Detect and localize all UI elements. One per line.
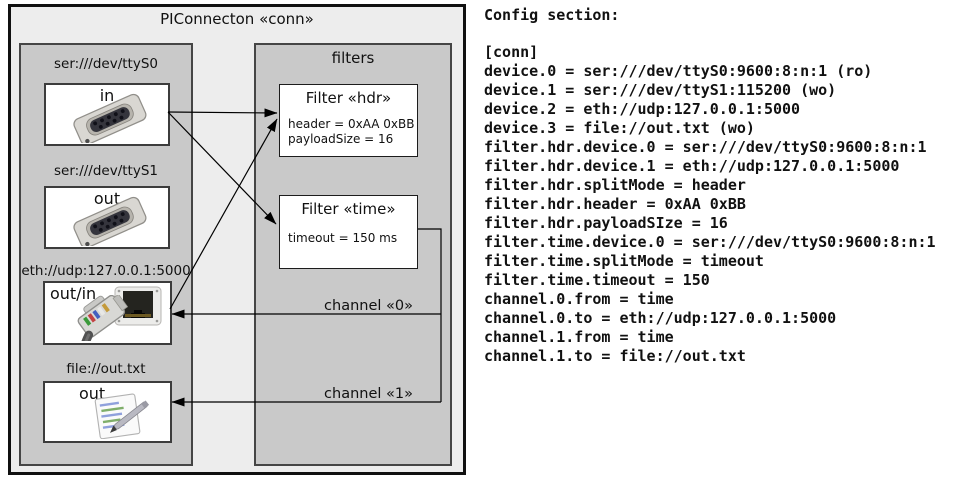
filter-hdr-header-line: header = 0xAA 0xBB xyxy=(288,117,415,131)
device-box-file-out: out xyxy=(43,381,172,443)
config-line: device.3 = file://out.txt (wo) xyxy=(484,119,755,137)
config-line: channel.0.from = time xyxy=(484,290,674,308)
device-box-ttyS1-out: out xyxy=(44,186,170,249)
channel-1-label: channel «1» xyxy=(324,386,413,402)
device-box-udp-outin: out/in xyxy=(43,281,172,345)
config-line: filter.time.splitMode = timeout xyxy=(484,252,764,270)
config-line: device.2 = eth://udp:127.0.0.1:5000 xyxy=(484,100,801,118)
device-url-ttyS1: ser:///dev/ttyS1 xyxy=(54,163,158,179)
filter-time-timeout-line: timeout = 150 ms xyxy=(288,231,398,245)
config-line: channel.1.from = time xyxy=(484,328,674,346)
filter-hdr-title: Filter «hdr» xyxy=(305,89,392,107)
device-box-ttyS0-in: in xyxy=(44,83,170,146)
piconnecton-box: PIConnecton «conn» ser:///dev/ttyS0 in xyxy=(8,4,466,475)
filter-box-time: Filter «time» timeout = 150 ms xyxy=(279,195,418,269)
serial-connector-image xyxy=(73,93,147,143)
filters-panel: filters Filter «hdr» header = 0xAA 0xBB … xyxy=(254,43,452,466)
filter-hdr-payload-line: payloadSize = 16 xyxy=(288,132,394,146)
device-direction-label: out xyxy=(93,189,121,208)
device-url-file: file://out.txt xyxy=(66,361,146,377)
config-line: device.0 = ser:///dev/ttyS0:9600:8:n:1 (… xyxy=(484,62,873,80)
config-lines: device.0 = ser:///dev/ttyS0:9600:8:n:1 (… xyxy=(484,62,936,366)
filter-time-title: Filter «time» xyxy=(301,200,396,218)
config-line: filter.time.device.0 = ser:///dev/ttyS0:… xyxy=(484,233,936,251)
filters-panel-title: filters xyxy=(331,49,375,67)
config-line: filter.time.timeout = 150 xyxy=(484,271,710,289)
device-url-udp: eth://udp:127.0.0.1:5000 xyxy=(21,263,191,279)
device-url-ttyS0: ser:///dev/ttyS0 xyxy=(54,56,158,72)
config-line: filter.hdr.device.0 = ser:///dev/ttyS0:9… xyxy=(484,138,927,156)
config-section-header: [conn] xyxy=(484,43,539,61)
device-direction-label: in xyxy=(99,86,115,105)
diagram-title: PIConnecton «conn» xyxy=(160,10,314,28)
channel-0-label: channel «0» xyxy=(324,298,413,314)
config-line: device.1 = ser:///dev/ttyS1:115200 (wo) xyxy=(484,81,837,99)
filter-box-hdr: Filter «hdr» header = 0xAA 0xBB payloadS… xyxy=(279,84,418,157)
ethernet-cable-plug-image xyxy=(76,295,129,341)
device-direction-label: out/in xyxy=(50,284,97,303)
config-line: filter.hdr.header = 0xAA 0xBB xyxy=(484,195,746,213)
config-line: filter.hdr.payloadSIze = 16 xyxy=(484,214,728,232)
config-line: filter.hdr.splitMode = header xyxy=(484,176,746,194)
config-heading: Config section: xyxy=(484,6,620,24)
ethernet-jack-icon xyxy=(114,286,162,326)
config-line: channel.0.to = eth://udp:127.0.0.1:5000 xyxy=(484,309,837,327)
config-section: Config section: [conn] device.0 = ser://… xyxy=(484,0,964,484)
serial-connector-image xyxy=(73,196,147,246)
config-line: channel.1.to = file://out.txt xyxy=(484,347,746,365)
devices-panel: ser:///dev/ttyS0 in xyxy=(19,43,193,466)
config-line: filter.hdr.device.1 = eth://udp:127.0.0.… xyxy=(484,157,900,175)
device-direction-label: out xyxy=(79,384,106,403)
file-note-image xyxy=(94,393,150,439)
